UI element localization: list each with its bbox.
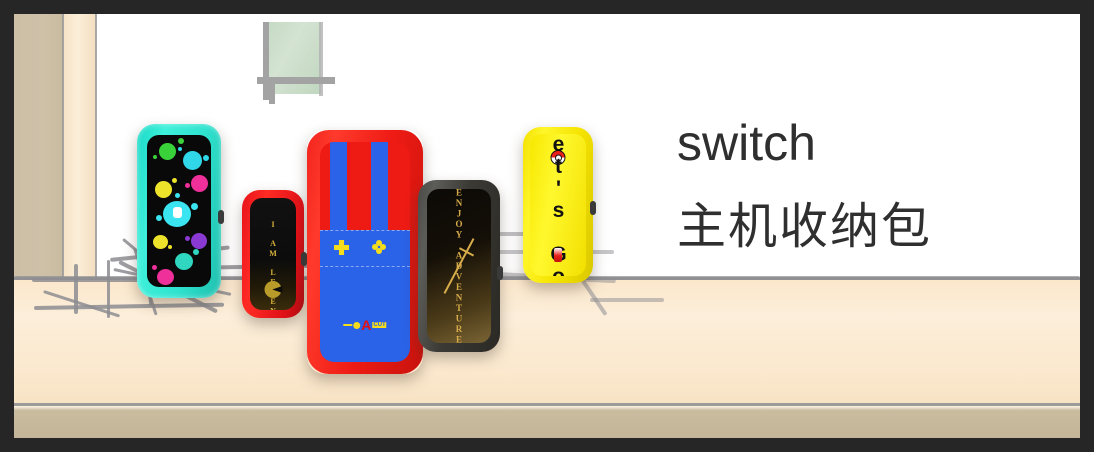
- window-frame-left: [263, 22, 269, 100]
- baseboard: [14, 406, 1080, 438]
- i-am-legend-case[interactable]: I AM LEGEND: [236, 190, 307, 322]
- logo-small-text: CUT: [372, 322, 387, 328]
- pokeball-icon: [550, 150, 566, 165]
- wall-seam-line-1: [62, 14, 64, 438]
- window-sill: [257, 77, 335, 84]
- stitch-seam: [320, 230, 410, 231]
- zipper-pull[interactable]: [301, 252, 307, 266]
- mario-case[interactable]: A CUT: [301, 130, 427, 378]
- sketch-stroke: [74, 264, 78, 314]
- sketch-stroke: [590, 298, 664, 302]
- enjoy-adventure-case[interactable]: ENJOY ADVENTURE: [412, 180, 503, 356]
- case-face: Let's Go: [530, 134, 586, 276]
- headline-chinese: 主机收纳包: [677, 198, 933, 255]
- pikachu-tail-icon: [554, 248, 562, 262]
- case-label-text: Let's Go: [547, 134, 570, 276]
- stitch-seam: [320, 266, 410, 267]
- cross-button-icon: [334, 240, 349, 255]
- overall-button-right: [372, 240, 387, 255]
- case-label-text: ENJOY ADVENTURE: [454, 189, 464, 343]
- sketch-stroke: [444, 232, 574, 236]
- zipper-pull[interactable]: [590, 201, 596, 215]
- sketch-stroke: [32, 278, 202, 282]
- mario-strap-left: [330, 142, 347, 234]
- pacman-icon: [264, 281, 282, 298]
- banner-canvas: I AM LEGEND: [14, 14, 1080, 438]
- headline-english: switch: [677, 115, 816, 171]
- logo-dash: [343, 324, 353, 326]
- window-frame-right: [319, 22, 323, 96]
- lets-go-case[interactable]: Let's Go: [517, 127, 596, 287]
- case-face: A CUT: [320, 142, 410, 362]
- mario-strap-right: [371, 142, 388, 234]
- case-face: [147, 135, 211, 287]
- mario-overalls: [320, 230, 410, 362]
- sketch-stroke: [107, 260, 110, 318]
- case-face: I AM LEGEND: [250, 198, 296, 310]
- case-label-text: I AM LEGEND: [268, 220, 278, 310]
- logo-ball: [353, 321, 361, 329]
- headline-block: switch 主机收纳包: [677, 118, 1057, 251]
- splatoon-case[interactable]: [131, 124, 224, 302]
- zipper-pull[interactable]: [497, 266, 503, 280]
- wall-seam-line-2: [95, 14, 97, 438]
- logo-letter: A: [361, 317, 372, 333]
- zipper-pull[interactable]: [218, 210, 224, 224]
- case-face: ENJOY ADVENTURE: [427, 189, 491, 343]
- overall-button-left: [334, 240, 349, 255]
- mario-brand-logo: A CUT: [343, 317, 387, 333]
- floor-edge-line-bottom: [14, 403, 1080, 406]
- window-leg: [269, 82, 275, 104]
- green-window: [257, 22, 335, 104]
